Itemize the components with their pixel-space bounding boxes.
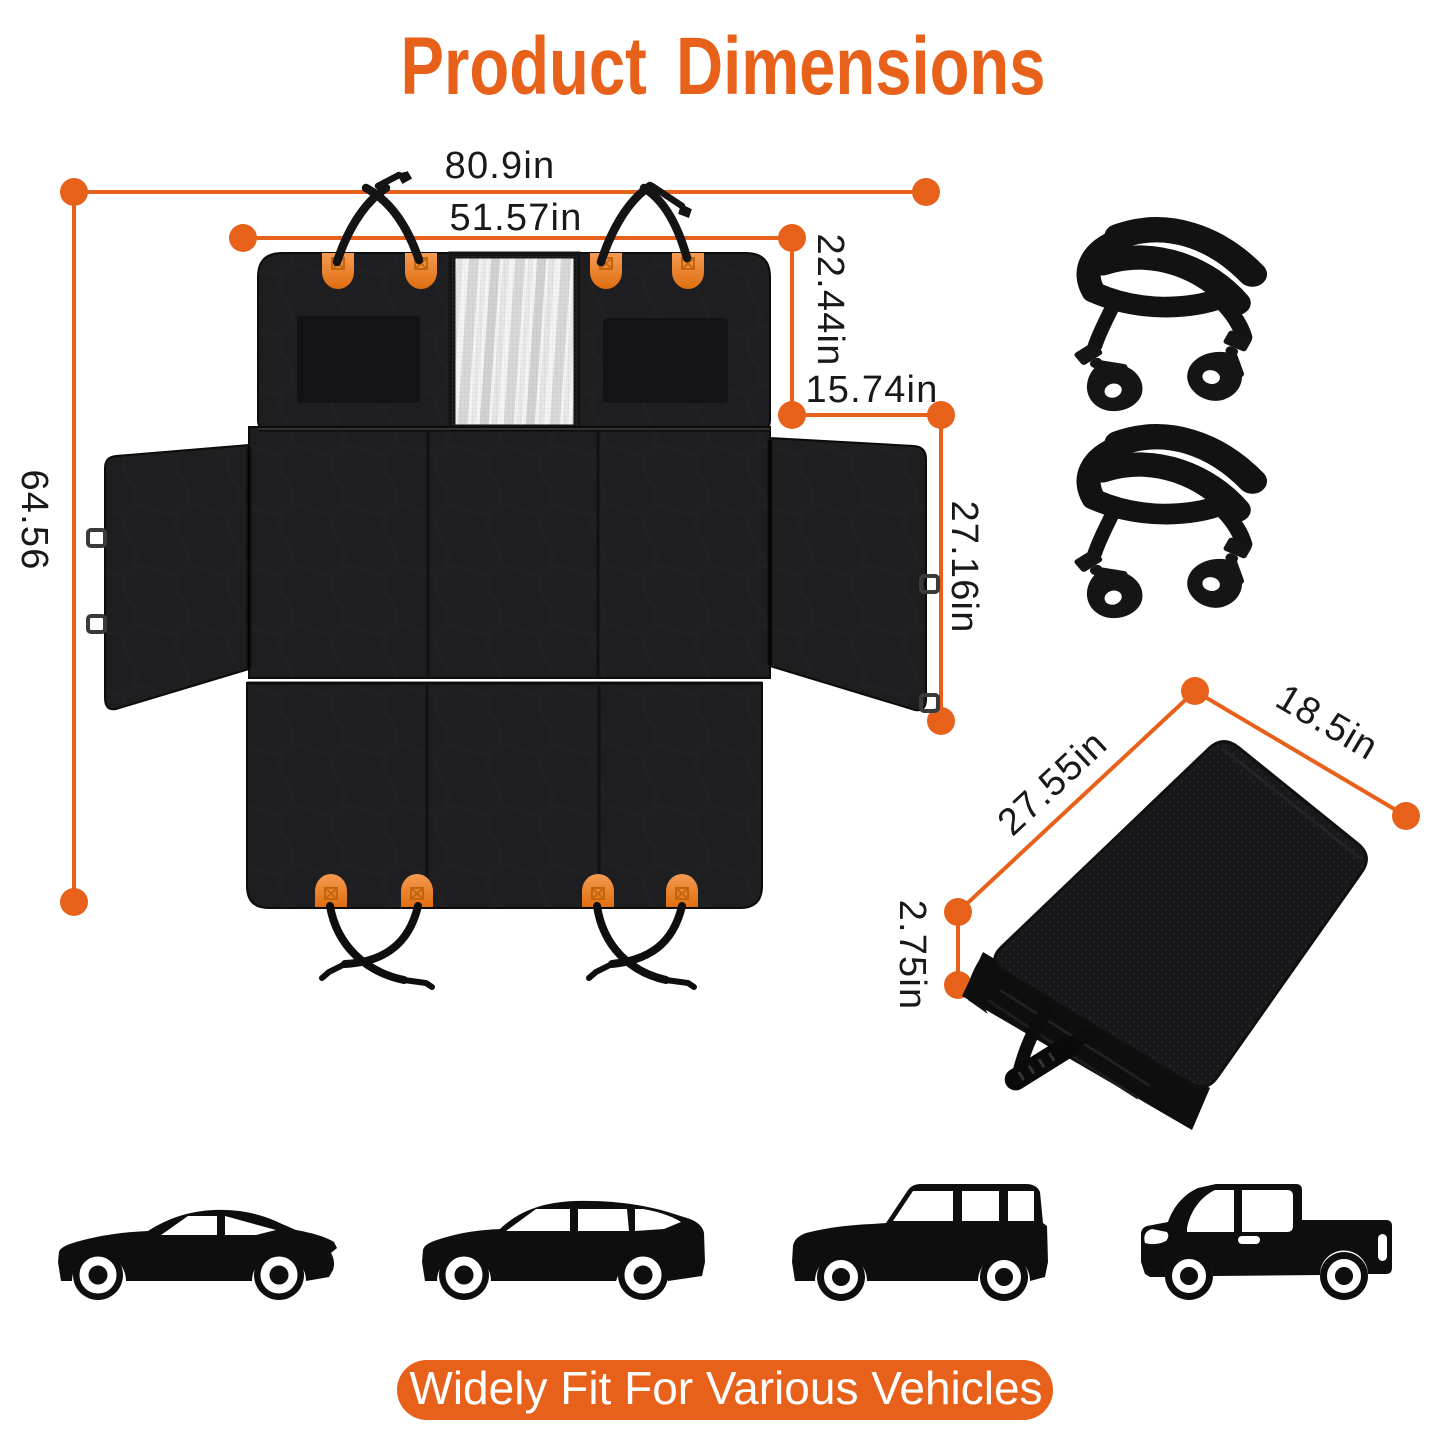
svg-text:Widely Fit For Various Vehicle: Widely Fit For Various Vehicles [409, 1362, 1042, 1414]
svg-text:Product Dimensions: Product Dimensions [401, 20, 1046, 112]
svg-text:80.9in: 80.9in [445, 145, 556, 187]
svg-text:27.16in: 27.16in [943, 500, 985, 633]
svg-text:18.5in: 18.5in [1269, 676, 1386, 768]
svg-text:15.74in: 15.74in [805, 369, 938, 411]
svg-text:2.75in: 2.75in [891, 900, 933, 1011]
svg-text:64.56: 64.56 [13, 469, 55, 570]
svg-text:22.44in: 22.44in [809, 233, 851, 366]
svg-text:51.57in: 51.57in [449, 197, 582, 239]
